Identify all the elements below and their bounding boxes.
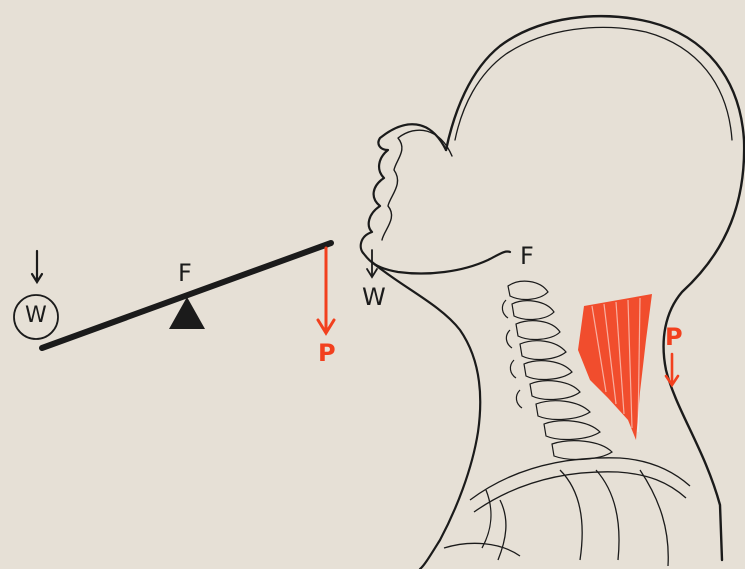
- head-effort-label: P: [665, 325, 683, 349]
- lever-effort-label: P: [318, 341, 336, 365]
- head-effort-arrow: [666, 354, 678, 385]
- head-fulcrum-label: F: [520, 244, 534, 268]
- lever-fulcrum-label: F: [178, 261, 192, 285]
- head-weight-label: W: [362, 285, 386, 309]
- shoulder-bones: [444, 458, 690, 566]
- face-inner-contour: [382, 130, 452, 240]
- head-outline: [446, 16, 744, 560]
- face-profile: [361, 124, 510, 273]
- lever-weight-label: W: [25, 305, 47, 327]
- skull-inner-contour: [455, 27, 732, 140]
- head-figure: [361, 16, 744, 569]
- lever-effort-arrow: [318, 248, 334, 333]
- neck-muscle: [578, 294, 652, 440]
- throat-outline: [372, 262, 480, 569]
- lever-weight-arrow: [32, 251, 42, 282]
- lever-model: [14, 243, 334, 348]
